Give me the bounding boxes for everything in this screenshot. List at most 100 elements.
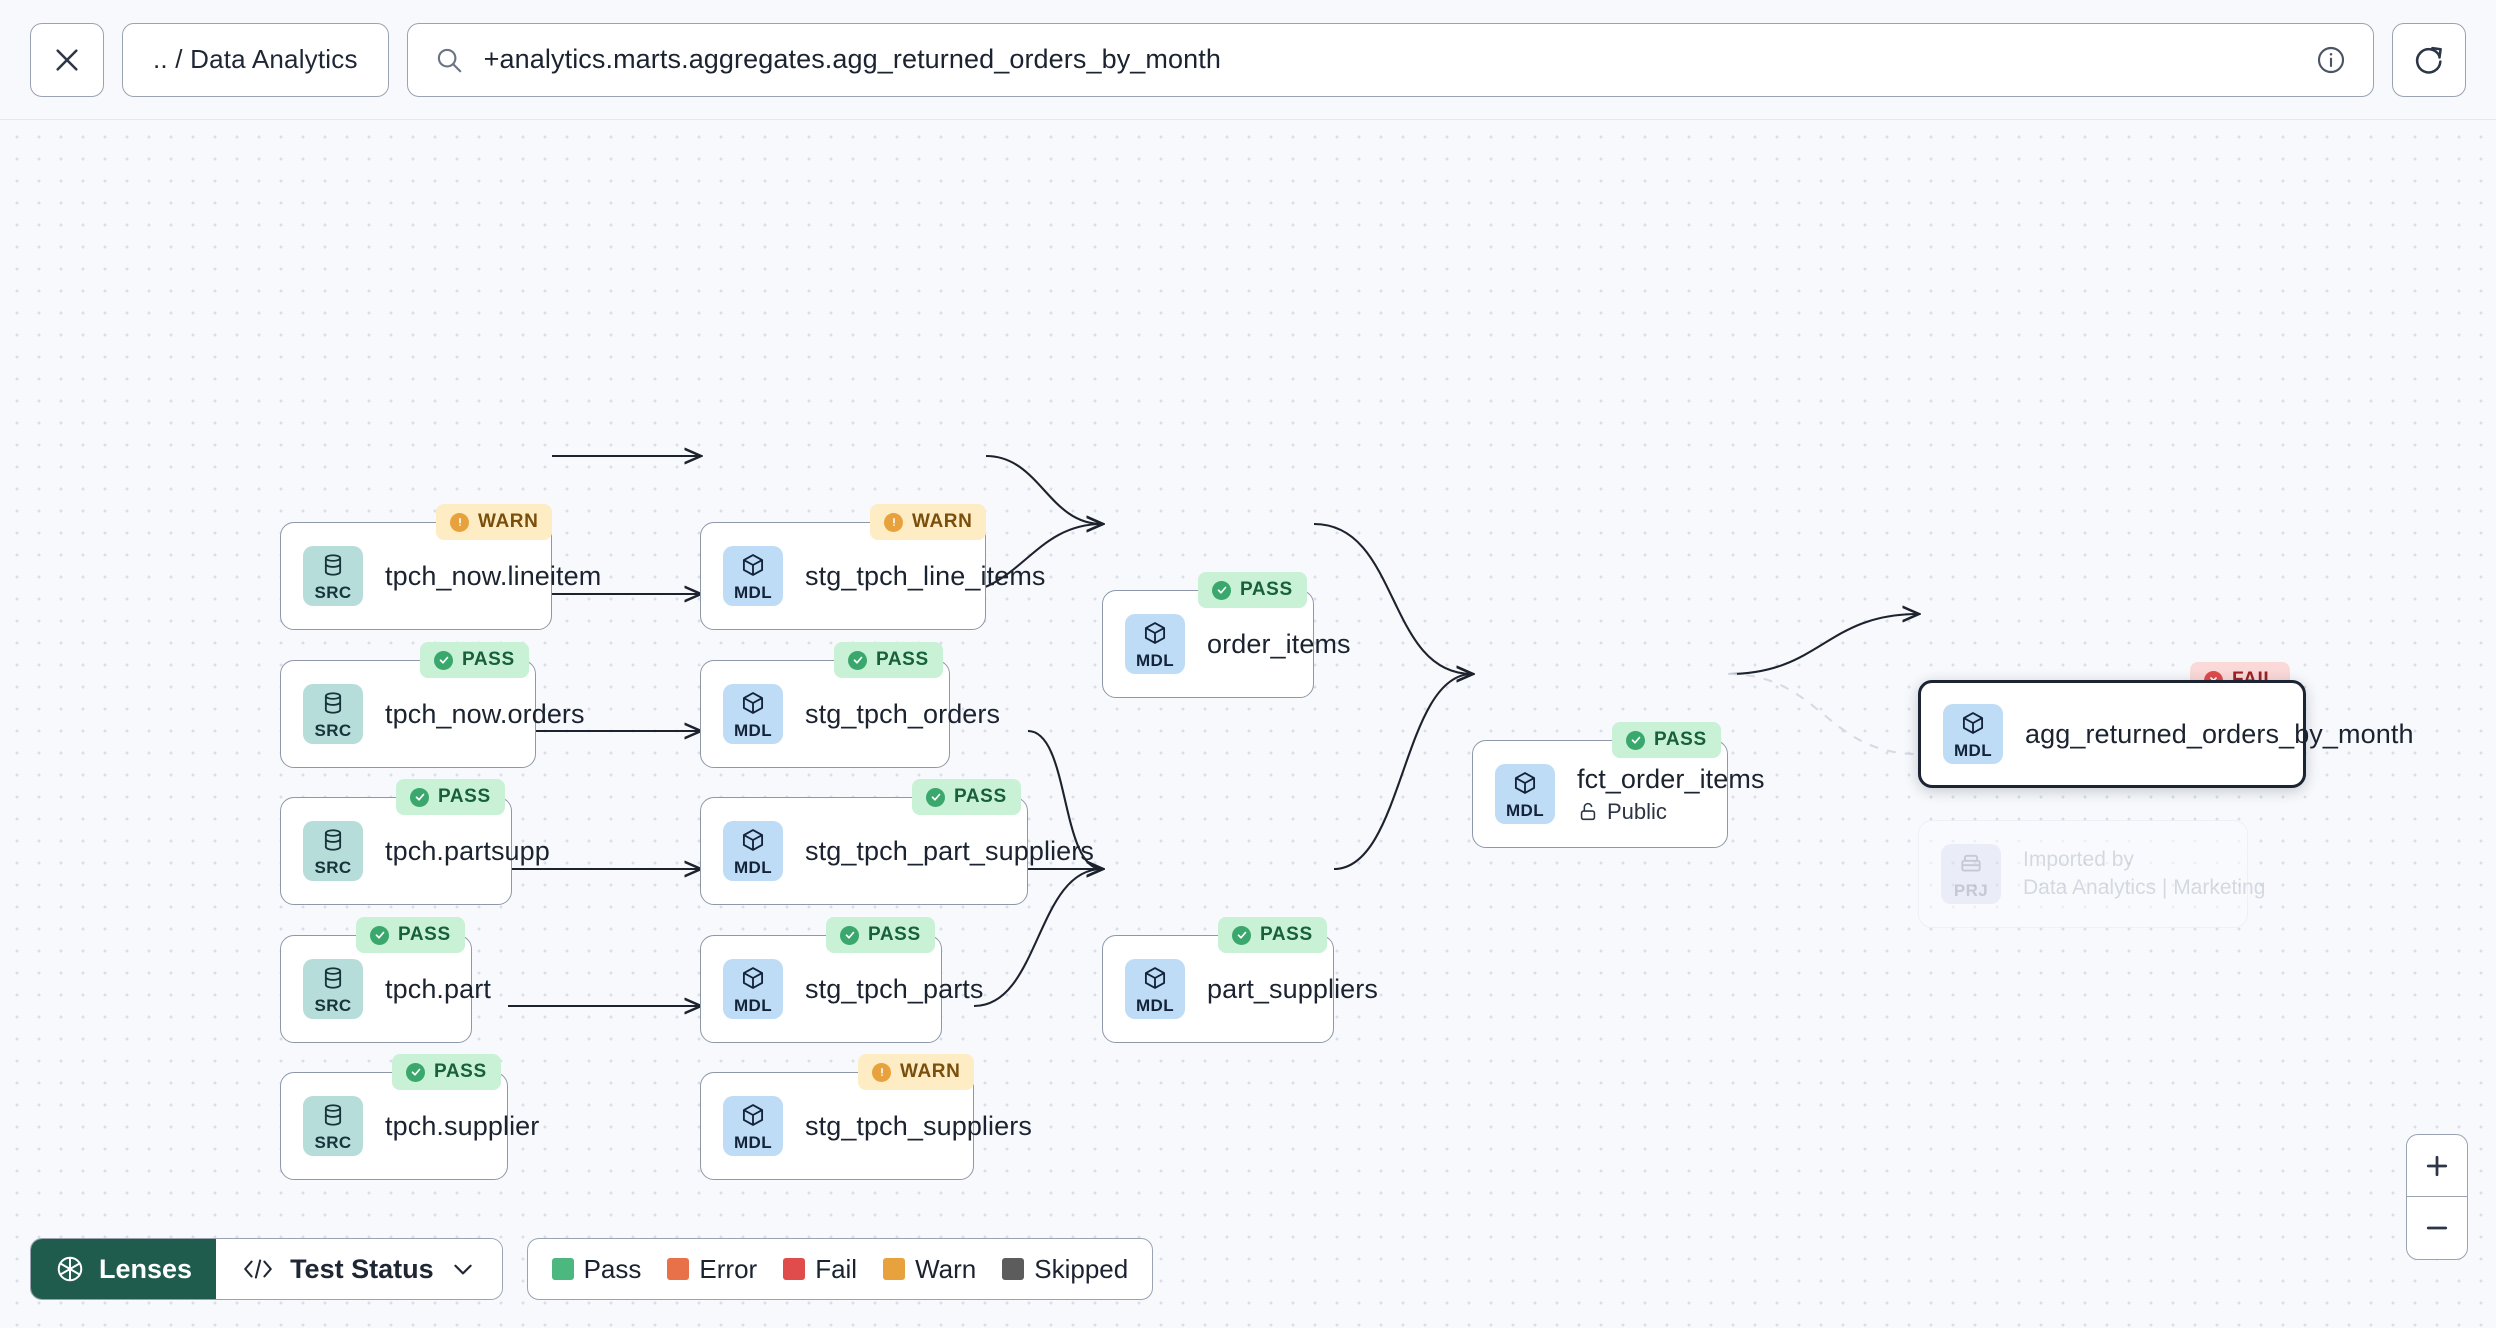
database-icon <box>320 965 346 996</box>
node-title: tpch_now.orders <box>385 698 585 729</box>
status-badge-warn: WARN <box>858 1054 975 1090</box>
src-type-badge: SRC <box>303 546 363 606</box>
mdl-type-badge: MDL <box>1125 959 1185 1019</box>
status-badge-pass: PASS <box>392 1054 501 1090</box>
status-dot-icon <box>1626 730 1645 750</box>
status-dot-icon <box>434 650 453 670</box>
legend-item-fail[interactable]: Fail <box>783 1254 857 1285</box>
node-title: stg_tpch_parts <box>805 973 984 1004</box>
cube-icon <box>1960 710 1986 741</box>
refresh-button[interactable] <box>2392 22 2466 97</box>
lineage-node-part_suppliers[interactable]: MDL part_suppliers <box>1102 935 1378 1043</box>
status-dot-icon <box>406 1062 425 1082</box>
src-type-badge: SRC <box>303 1096 363 1156</box>
lens-group: Lenses Test Status <box>30 1238 503 1300</box>
zoom-in-button[interactable] <box>2407 1135 2467 1197</box>
legend-label: Skipped <box>1034 1253 1129 1284</box>
status-dot-icon <box>450 512 469 532</box>
legend-label: Pass <box>583 1253 642 1284</box>
status-label: WARN <box>912 511 973 532</box>
cube-icon <box>740 827 766 858</box>
node-type-label: MDL <box>733 582 773 602</box>
status-label: PASS <box>876 649 929 670</box>
node-title: tpch.part <box>385 973 491 1004</box>
node-title: stg_tpch_part_suppliers <box>805 835 1094 866</box>
status-label: PASS <box>954 786 1007 807</box>
legend-item-warn[interactable]: Warn <box>883 1254 976 1285</box>
status-badge-pass: PASS <box>826 917 935 953</box>
search-input[interactable] <box>483 44 2295 75</box>
legend-swatch-pass <box>551 1258 574 1280</box>
aperture-icon <box>55 1254 85 1284</box>
unlock-icon <box>1577 801 1599 823</box>
lineage-node-stg_tpch_part_suppliers[interactable]: MDL stg_tpch_part_suppliers <box>700 797 1094 905</box>
test-status-button[interactable]: Test Status <box>216 1239 502 1299</box>
status-dot-icon <box>410 787 429 807</box>
zoom-out-button[interactable] <box>2407 1197 2467 1259</box>
lineage-node-stg_tpch_orders[interactable]: MDL stg_tpch_orders <box>700 660 1000 768</box>
status-badge-pass: PASS <box>356 917 465 953</box>
info-icon[interactable] <box>2315 44 2347 76</box>
src-type-badge: SRC <box>303 684 363 744</box>
zoom-controls <box>2406 1134 2468 1260</box>
node-type-label: MDL <box>1953 740 1993 760</box>
mdl-type-badge: MDL <box>1495 764 1555 824</box>
chevron-down-icon <box>450 1256 476 1282</box>
node-subtitle-row: Data Analytics | Marketing <box>2023 876 2265 900</box>
legend-item-pass[interactable]: Pass <box>551 1253 642 1285</box>
cube-icon <box>1142 620 1168 651</box>
mdl-type-badge: MDL <box>1125 614 1185 674</box>
status-label: WARN <box>900 1061 961 1082</box>
legend-item-error[interactable]: Error <box>667 1254 757 1285</box>
node-title: stg_tpch_orders <box>805 698 1001 729</box>
cube-icon <box>740 1102 766 1133</box>
status-dot-icon <box>872 1062 891 1082</box>
node-type-label: MDL <box>733 1132 773 1152</box>
lineage-node-tpch_part[interactable]: SRC tpch.part <box>280 935 491 1043</box>
cube-icon <box>740 552 766 583</box>
status-dot-icon <box>884 512 903 532</box>
node-type-label: MDL <box>733 720 773 740</box>
node-type-label: SRC <box>314 720 352 740</box>
mdl-type-badge: MDL <box>1943 704 2003 764</box>
legend-item-skipped[interactable]: Skipped <box>1002 1254 1128 1285</box>
status-dot-icon <box>1212 580 1231 600</box>
lenses-label: Lenses <box>99 1253 193 1284</box>
legend-swatch-skipped <box>1002 1258 1025 1280</box>
status-badge-pass: PASS <box>1218 917 1327 953</box>
status-label: PASS <box>1654 729 1707 750</box>
status-dot-icon <box>926 787 945 807</box>
database-icon <box>320 552 346 583</box>
close-button[interactable] <box>30 22 104 97</box>
status-label: PASS <box>434 1061 487 1082</box>
test-status-label: Test Status <box>290 1253 434 1284</box>
search-icon <box>434 45 464 75</box>
legend-label: Warn <box>915 1253 977 1284</box>
plus-icon <box>2422 1151 2452 1181</box>
breadcrumb[interactable]: .. / Data Analytics <box>122 22 389 97</box>
status-dot-icon <box>848 650 867 670</box>
node-title: part_suppliers <box>1207 973 1378 1004</box>
search-bar[interactable] <box>406 22 2374 97</box>
src-type-badge: SRC <box>303 959 363 1019</box>
lineage-node-tpch_now_orders[interactable]: SRC tpch_now.orders <box>280 660 585 768</box>
node-type-label: SRC <box>314 857 352 877</box>
lenses-button[interactable]: Lenses <box>31 1239 217 1299</box>
node-type-label: SRC <box>314 995 352 1015</box>
status-dot-icon <box>840 925 859 945</box>
status-badge-pass: PASS <box>1612 722 1721 758</box>
mdl-type-badge: MDL <box>723 546 783 606</box>
node-type-label: MDL <box>733 857 773 877</box>
status-badge-pass: PASS <box>1198 572 1307 608</box>
legend-swatch-error <box>667 1258 690 1280</box>
